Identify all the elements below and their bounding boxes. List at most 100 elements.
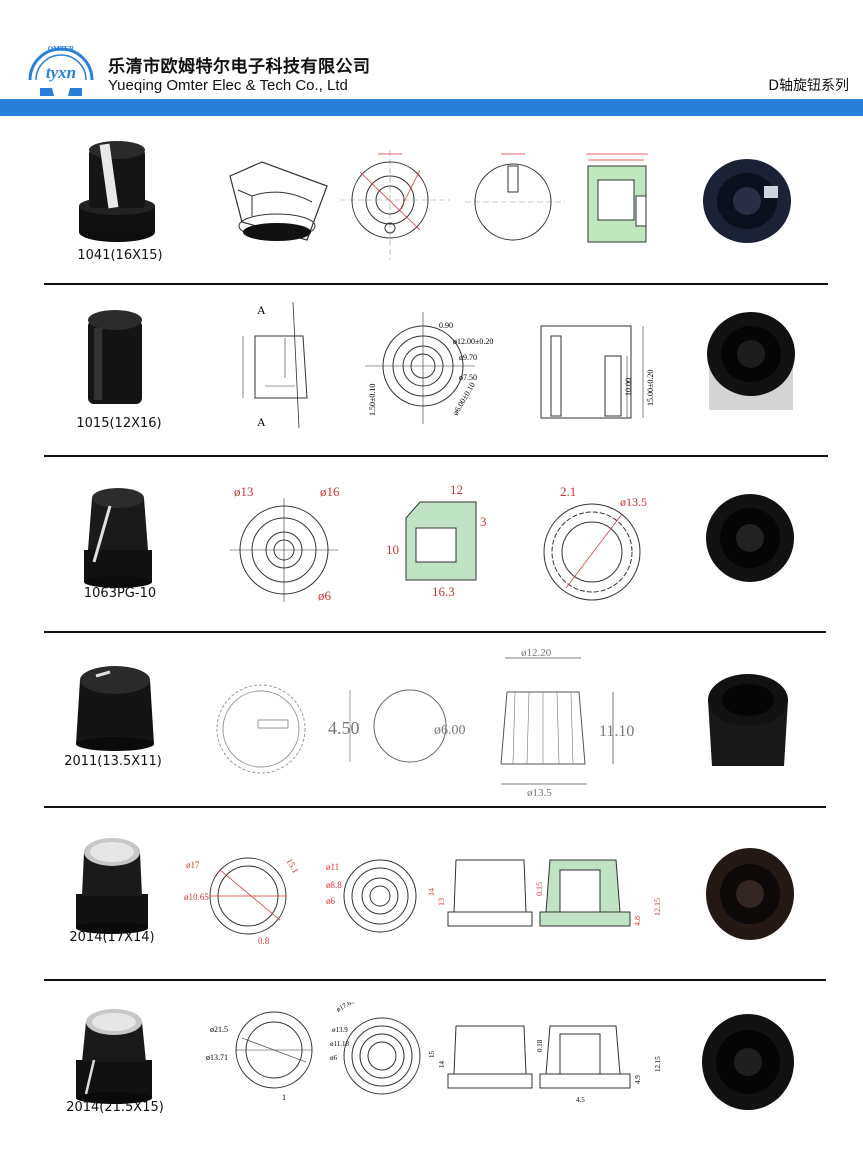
knob-bottom-photo bbox=[707, 312, 795, 410]
row-divider bbox=[44, 631, 826, 633]
knob-bottom-photo bbox=[706, 848, 794, 940]
section-view-drawing bbox=[586, 153, 648, 243]
top-view-drawing: ø21.5 ø13.71 1 bbox=[206, 1011, 313, 1102]
knob-photo bbox=[79, 141, 155, 242]
company-name-english: Yueqing Omter Elec & Tech Co., Ltd bbox=[108, 77, 348, 94]
knob-photo bbox=[76, 666, 154, 751]
svg-text:4.50: 4.50 bbox=[328, 718, 360, 738]
company-name-chinese: 乐清市欧姆特尔电子科技有限公司 bbox=[108, 57, 371, 77]
svg-text:ø13.5: ø13.5 bbox=[527, 787, 552, 796]
svg-text:A: A bbox=[257, 415, 266, 429]
knob-3d-sketch bbox=[229, 161, 328, 241]
top-view-drawing: ø13 ø16 ø6 bbox=[230, 484, 340, 603]
svg-text:tyxn: tyxn bbox=[46, 63, 76, 82]
svg-text:15.00±0.20: 15.00±0.20 bbox=[646, 370, 655, 406]
series-title: D轴旋钮系列 bbox=[768, 78, 849, 94]
top-view-drawing bbox=[216, 684, 306, 774]
section-rings-drawing: ø11 ø8.8 ø6 bbox=[326, 859, 417, 933]
svg-text:4.5: 4.5 bbox=[576, 1096, 585, 1104]
knob-bottom-photo bbox=[706, 494, 794, 582]
svg-text:ø6.00±0.10: ø6.00±0.10 bbox=[451, 381, 477, 417]
svg-text:A: A bbox=[257, 303, 266, 317]
product-label: 2014(17X14) bbox=[69, 930, 155, 945]
company-logo: OMTER tyxn bbox=[28, 45, 94, 96]
svg-text:15: 15 bbox=[428, 1051, 436, 1059]
svg-text:14: 14 bbox=[438, 1061, 446, 1069]
knob-bottom-photo bbox=[702, 1014, 794, 1110]
knob-photo bbox=[76, 838, 148, 934]
svg-text:10: 10 bbox=[386, 542, 399, 557]
product-label: 2014(21.5X15) bbox=[66, 1100, 164, 1115]
row-divider bbox=[44, 455, 828, 457]
section-view-drawing: 0.18 12.15 4.9 4.5 bbox=[536, 1025, 662, 1104]
shaft-view-drawing: 4.50 ø6.00 bbox=[328, 689, 466, 763]
product-row-2014-17x14: 2014(17X14) ø17 15.1 ø10.65 0.8 ø11 ø8.8… bbox=[0, 808, 863, 980]
svg-text:ø11.18: ø11.18 bbox=[330, 1040, 349, 1048]
product-label: 1041(16X15) bbox=[77, 248, 163, 263]
knob-bottom-photo bbox=[703, 159, 791, 243]
knob-photo bbox=[76, 1009, 152, 1104]
product-row-1041: 1041(16X15) bbox=[0, 118, 863, 286]
svg-text:ø12.00±0.20: ø12.00±0.20 bbox=[453, 337, 493, 346]
svg-text:0.18: 0.18 bbox=[536, 1039, 544, 1052]
side-view-drawing: 14 13 bbox=[427, 859, 533, 927]
svg-text:ø12.20: ø12.20 bbox=[521, 647, 552, 659]
svg-text:ø6: ø6 bbox=[318, 588, 332, 603]
svg-text:12.15: 12.15 bbox=[653, 898, 662, 916]
svg-text:ø21.5: ø21.5 bbox=[210, 1025, 228, 1034]
svg-text:12: 12 bbox=[450, 482, 463, 497]
svg-text:ø13.71: ø13.71 bbox=[206, 1053, 228, 1062]
row-divider bbox=[44, 283, 828, 285]
svg-text:ø6: ø6 bbox=[326, 896, 336, 906]
knob-photo bbox=[84, 488, 152, 588]
product-row-2011: 2011(13.5X11) 4.50 ø6.00 ø12.20 11.10 ø1… bbox=[0, 634, 863, 808]
svg-text:ø11: ø11 bbox=[326, 862, 339, 872]
svg-text:15.1: 15.1 bbox=[284, 857, 301, 876]
section-view-drawing: 10.00 15.00±0.20 bbox=[540, 325, 655, 419]
product-row-2014-21x15: 2014(21.5X15) ø21.5 ø13.71 1 ø17.65 ø13.… bbox=[0, 982, 863, 1156]
product-label: 1063PG-10 bbox=[83, 586, 157, 601]
top-view-drawing bbox=[340, 150, 450, 260]
svg-text:ø13.5: ø13.5 bbox=[620, 495, 647, 509]
page-header: OMTER tyxn 乐清市欧姆特尔电子科技有限公司 Yueqing Omter… bbox=[0, 0, 863, 118]
svg-text:12.15: 12.15 bbox=[654, 1056, 662, 1072]
svg-text:13: 13 bbox=[437, 898, 446, 906]
svg-text:16.3: 16.3 bbox=[432, 584, 455, 599]
svg-text:1: 1 bbox=[282, 1093, 286, 1102]
svg-text:10.00: 10.00 bbox=[624, 378, 633, 396]
bottom-view-drawing: 2.1 ø13.5 bbox=[543, 484, 647, 601]
svg-text:0.90: 0.90 bbox=[439, 321, 453, 330]
product-label: 2011(13.5X11) bbox=[64, 754, 162, 769]
svg-text:ø6.00: ø6.00 bbox=[434, 723, 466, 738]
row-divider bbox=[44, 979, 826, 981]
header-bar bbox=[0, 99, 863, 116]
product-label: 1015(12X16) bbox=[76, 416, 162, 431]
svg-text:ø8.8: ø8.8 bbox=[326, 880, 342, 890]
svg-text:3: 3 bbox=[480, 514, 487, 529]
row-divider bbox=[44, 806, 826, 808]
svg-text:2.1: 2.1 bbox=[560, 484, 576, 499]
product-row-1015: 1015(12X16) A A 0.90 ø12.00±0.20 ø9.70 ø… bbox=[0, 286, 863, 456]
svg-text:ø9.70: ø9.70 bbox=[459, 353, 477, 362]
knob-photo bbox=[88, 310, 142, 404]
front-view-drawing bbox=[465, 153, 565, 241]
svg-text:4.9: 4.9 bbox=[634, 1075, 642, 1084]
svg-text:4.8: 4.8 bbox=[633, 916, 642, 926]
knob-bottom-photo bbox=[708, 674, 788, 766]
svg-text:11.10: 11.10 bbox=[599, 723, 634, 740]
svg-text:ø13: ø13 bbox=[234, 484, 254, 499]
svg-text:ø13.9: ø13.9 bbox=[332, 1026, 348, 1034]
svg-text:0.8: 0.8 bbox=[258, 936, 270, 946]
side-view-drawing: ø12.20 11.10 ø13.5 bbox=[500, 647, 634, 796]
svg-text:ø6: ø6 bbox=[330, 1054, 338, 1062]
section-view-drawing: 12 3 10 16.3 bbox=[386, 482, 487, 599]
svg-text:0.15: 0.15 bbox=[536, 882, 544, 896]
svg-text:OMTER: OMTER bbox=[48, 45, 75, 53]
svg-text:ø16: ø16 bbox=[320, 484, 340, 499]
product-row-1063pg: 1063PG-10 ø13 ø16 ø6 12 3 10 16.3 2.1 ø1… bbox=[0, 458, 863, 632]
svg-text:14: 14 bbox=[427, 888, 436, 896]
svg-text:ø10.65: ø10.65 bbox=[184, 892, 209, 902]
top-view-drawing: 0.90 ø12.00±0.20 ø9.70 ø7.50 ø6.00±0.10 … bbox=[365, 312, 493, 424]
top-view-drawing: ø17 15.1 ø10.65 0.8 bbox=[184, 857, 301, 946]
side-view-drawing: A A bbox=[242, 301, 308, 429]
